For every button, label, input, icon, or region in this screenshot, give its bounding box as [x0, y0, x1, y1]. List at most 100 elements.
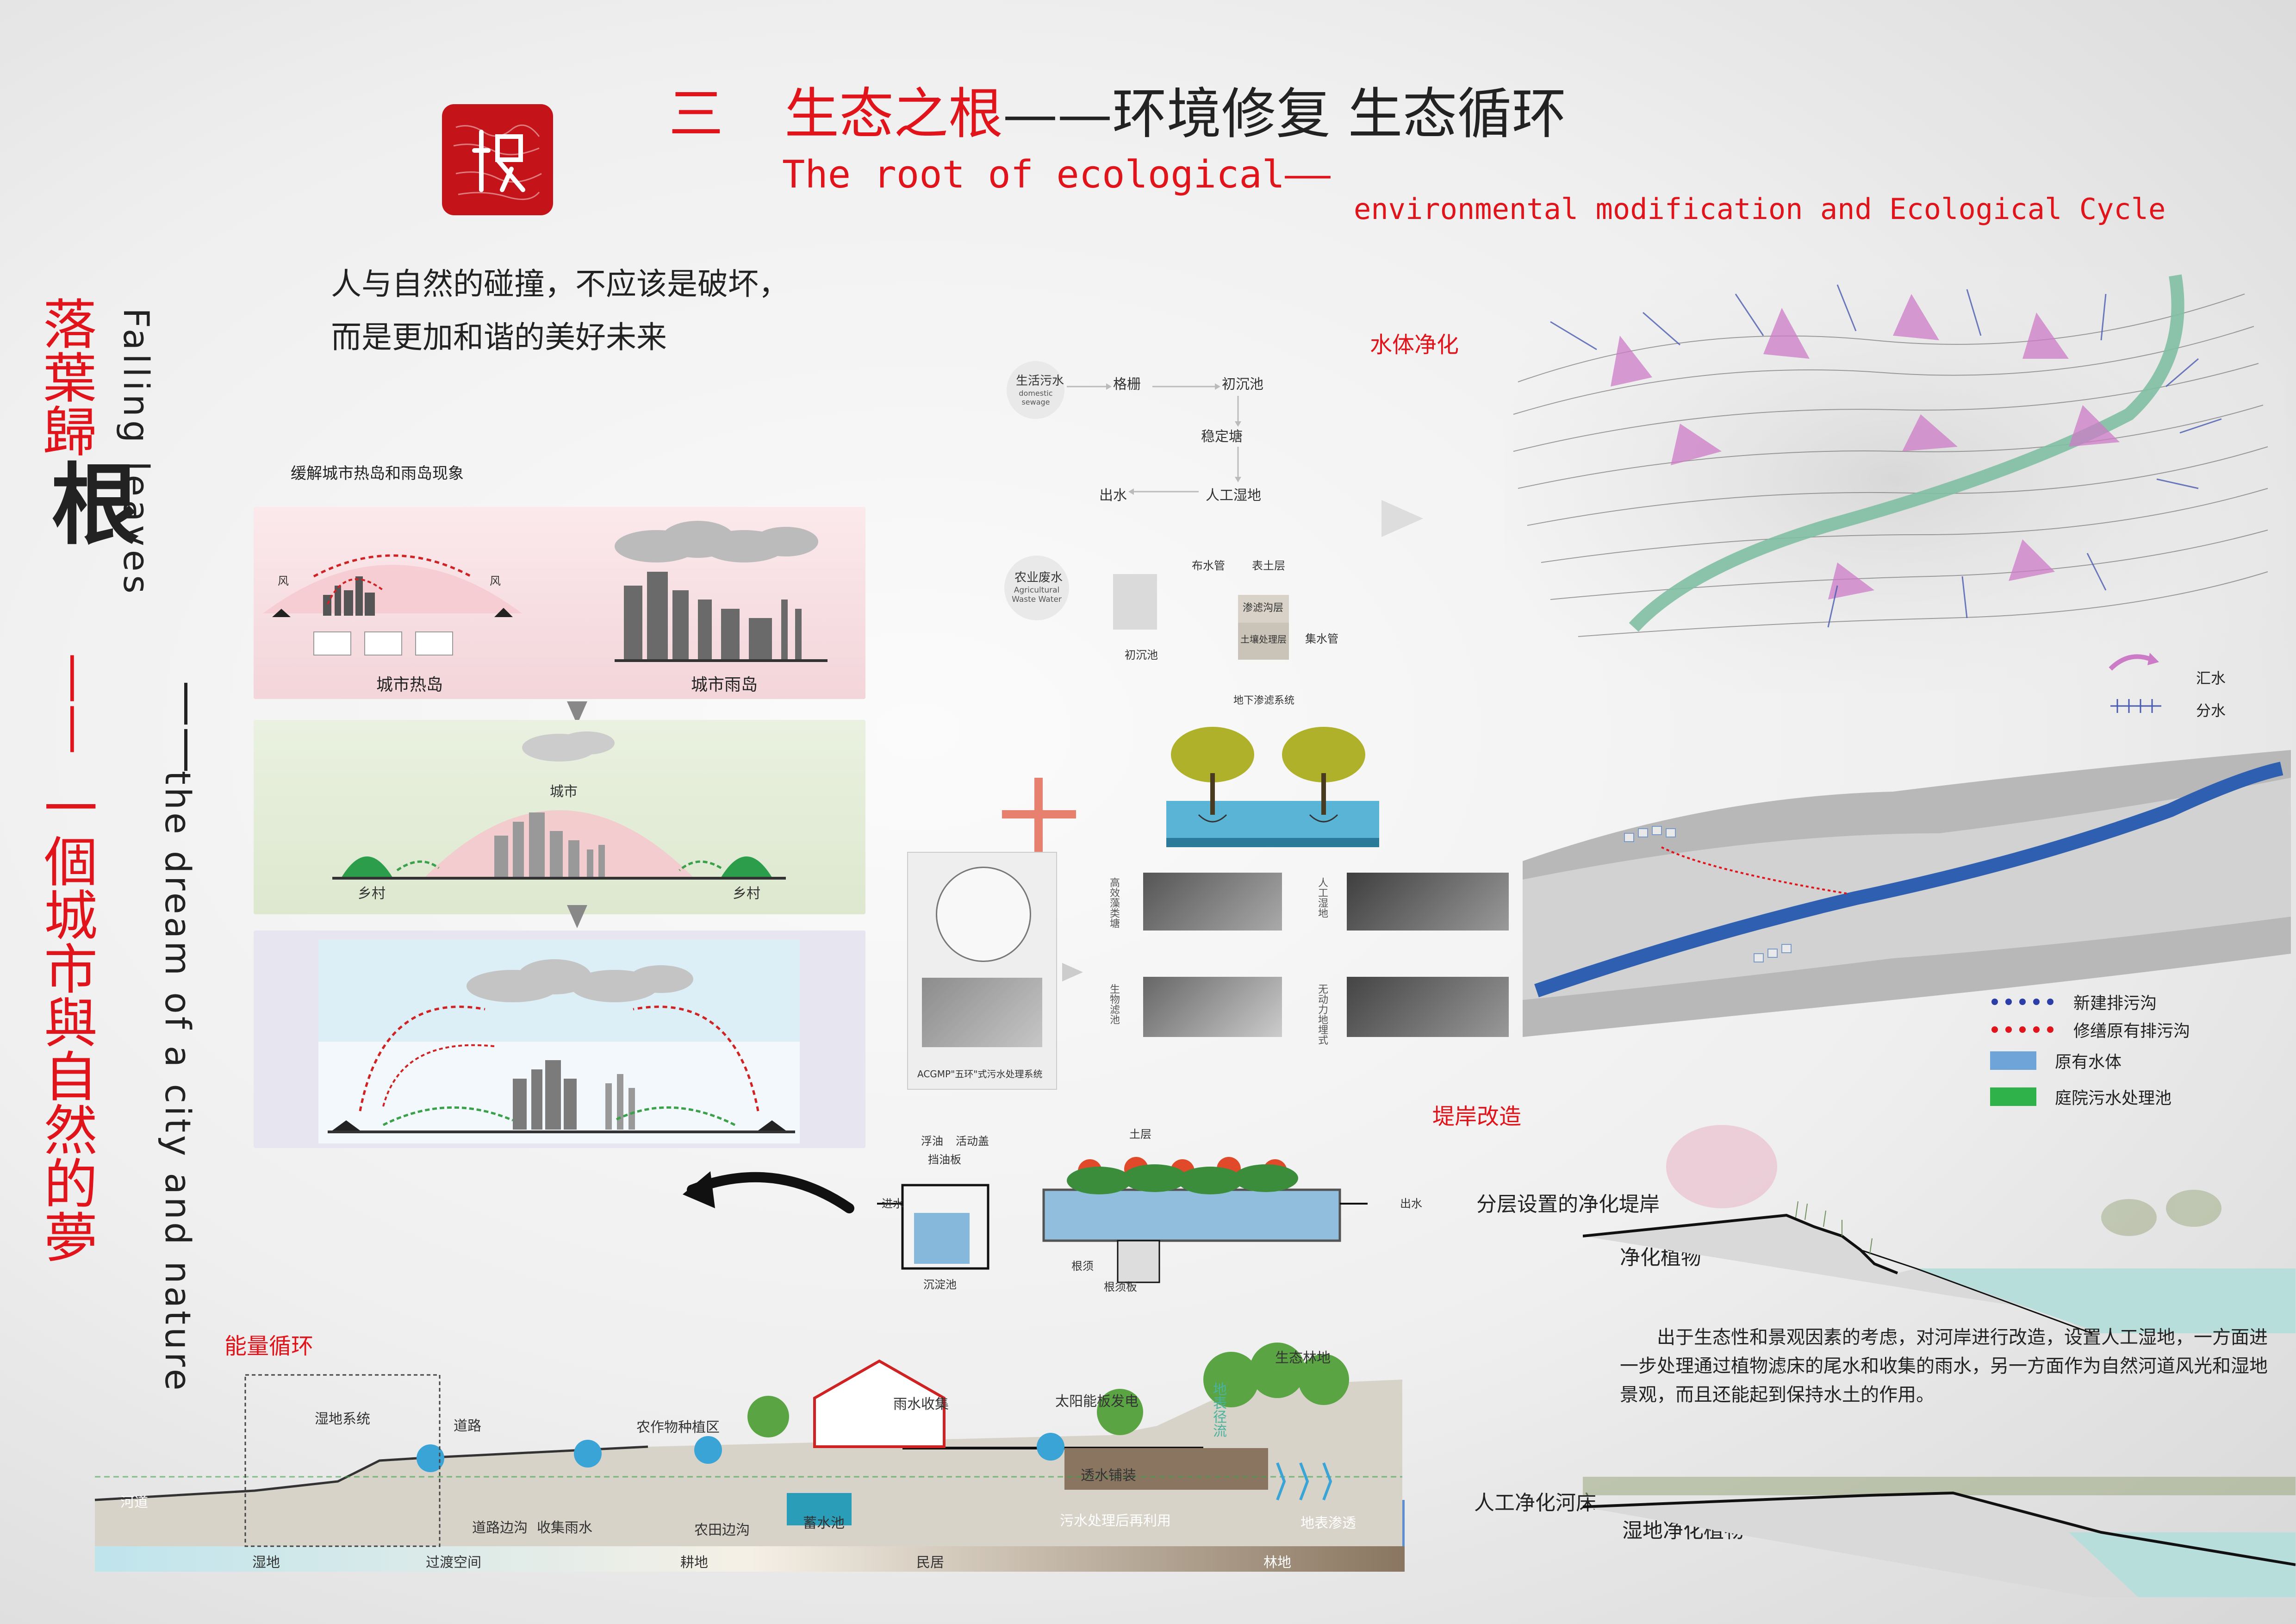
energy-road-ditch-label: 道路边沟 [472, 1520, 528, 1536]
energy-diagram: 湿地系统 道路 农作物种植区 雨水收集 太阳能板发电 生态林地 地表径流 透水铺… [93, 1343, 1458, 1583]
aerial-legend-water-label: 原有水体 [2055, 1053, 2122, 1072]
bank-description: 出于生态性和景观因素的考虑，对河岸进行改造，设置人工湿地，一方面进一步处理通过植… [1620, 1327, 2268, 1405]
aerial-legend-pond: 庭院污水处理池 [1990, 1085, 2172, 1109]
bank-section-1 [1583, 1125, 2296, 1333]
acgmp-photo [922, 978, 1042, 1047]
side-subtitle-cn: 一個城市與自然的夢 [35, 780, 97, 1263]
down-arrow-icon-2 [567, 905, 587, 928]
energy-forest-label: 生态林地 [1275, 1350, 1331, 1366]
energy-crop-label: 农作物种植区 [636, 1419, 720, 1436]
energy-wetland-sys-label: 湿地系统 [315, 1411, 370, 1427]
energy-reservoir-label: 蓄水池 [803, 1515, 845, 1531]
filter-baffle-label: 挡油板 [928, 1153, 961, 1166]
treatment-panels: 高效藻类塘 人工湿地 生物滤池 无动力地埋式 [1097, 868, 1513, 1081]
panel-a-photo [1143, 873, 1282, 931]
panel-d-label: 无动力地埋式 [1316, 984, 1328, 1045]
energy-paving-label: 透水铺装 [1081, 1468, 1136, 1484]
contour-map-svg [1504, 266, 2286, 692]
primary-tank-2-label: 初沉池 [1125, 649, 1158, 662]
stable-pond-label: 稳定塘 [1201, 429, 1243, 445]
primary-tank-label: 初沉池 [1222, 376, 1263, 393]
primary-tank-2 [1113, 574, 1157, 630]
filter-in-label: 进水 [882, 1197, 904, 1210]
filter-grease-label: 浮油 [921, 1135, 943, 1148]
filter-root-label: 根须 [1071, 1260, 1094, 1273]
panel-b-label: 人工湿地 [1316, 877, 1328, 918]
city-dome-illustration [332, 731, 786, 880]
energy-rain-label: 雨水收集 [893, 1396, 949, 1412]
soil-layer [1238, 623, 1289, 660]
divide-line-icon [2110, 699, 2161, 713]
red-dots-icon [1991, 1026, 2053, 1033]
flow-arrows [1067, 383, 1241, 495]
energy-collect-rain-label: 收集雨水 [537, 1520, 592, 1536]
energy-runoff-label: 地表径流 [1210, 1382, 1226, 1437]
pond-swatch-icon [1990, 1087, 2036, 1106]
zone-farmland: 耕地 [680, 1555, 708, 1571]
panel-c-photo [1143, 977, 1282, 1037]
aerial-map-svg [1523, 750, 2291, 1037]
blue-dots-icon [1991, 999, 2053, 1005]
agri-cn-label: 农业废水 [1014, 571, 1063, 585]
energy-title: 能量循环 [224, 1333, 314, 1359]
aerial-legend-new-drain-label: 新建排污沟 [2073, 994, 2157, 1013]
domestic-cn-label: 生活污水 [1016, 374, 1064, 388]
side-dash-1: —— [46, 653, 106, 755]
page-title-red: 生态之根 [784, 82, 1003, 146]
river-bed-label: 人工净化河床 [1474, 1491, 1596, 1515]
page-title: 生态之根——环境修复 生态循环 [784, 69, 1567, 149]
wind-left-label: 风 [278, 575, 289, 587]
contour-map [1504, 266, 2286, 692]
heat-rain-illustration [263, 521, 828, 662]
urban-rain-label: 城市雨岛 [691, 675, 758, 694]
wetland-label: 人工湿地 [1206, 487, 1261, 504]
zone-wetland: 湿地 [252, 1555, 280, 1571]
urban-heat-panel: 风 风 城市热岛 城市雨岛 [254, 507, 865, 699]
page-title-black: ——环境修复 生态循环 [1003, 82, 1567, 146]
tree-filter-illustration [1166, 727, 1379, 847]
map-legend-collect-label: 汇水 [2196, 669, 2226, 687]
intro-line-2: 而是更加和谐的美好未来 [331, 319, 667, 355]
acgmp-card: ACGMP"五环"式污水处理系统 [907, 852, 1057, 1090]
aerial-map [1523, 741, 2291, 1037]
energy-field-ditch-label: 农田边沟 [694, 1522, 750, 1538]
plus-icon [988, 764, 1090, 866]
acgmp-arrow-icon [1062, 963, 1083, 981]
aerial-legend-repair-drain: 修缮原有排污沟 [1990, 1018, 2190, 1042]
circulation-panel [254, 931, 865, 1148]
right-arrow-icon [1381, 500, 1423, 537]
map-legend-divide-label: 分水 [2196, 702, 2226, 719]
panel-b-photo [1347, 873, 1509, 931]
energy-road-label: 道路 [454, 1418, 481, 1434]
map-legend-collect [2106, 650, 2161, 680]
acgmp-ring-icon [936, 867, 1031, 962]
side-title-cn: 落葉歸 [34, 296, 96, 457]
filter-settle-label: 沉淀池 [923, 1278, 957, 1291]
side-title-en: Falling leaves [116, 308, 157, 597]
bank-title: 堤岸改造 [1432, 1104, 1522, 1130]
domestic-en-label: domestic sewage [1019, 389, 1053, 406]
panel-a-label: 高效藻类塘 [1108, 877, 1120, 928]
city-label: 城市 [550, 784, 578, 800]
subtitle-en-2: environmental modification and Ecologica… [1354, 192, 2166, 226]
outlet-label: 出水 [1099, 487, 1127, 504]
filter-section-svg [877, 1157, 1368, 1283]
agri-node [1004, 556, 1069, 620]
agri-en-label: Agricultural Waste Water [1012, 586, 1062, 604]
energy-section-svg [94, 1343, 1405, 1572]
zone-river: 河道 [120, 1494, 148, 1511]
water-swatch-icon [1990, 1051, 2036, 1070]
sewage-flow-diagram: 生活污水 domestic sewage 格栅 初沉池 稳定塘 出水 人工湿地 … [995, 343, 1347, 722]
aerial-legend-new-drain: 新建排污沟 [1990, 990, 2157, 1014]
domestic-node [1007, 361, 1064, 419]
subtitle-en-1: The root of ecological—— [782, 153, 1331, 197]
intro-line-1: 人与自然的碰撞，不应该是破坏， [331, 266, 789, 302]
collect-arrow-icon [2109, 653, 2159, 671]
village-right-label: 乡村 [733, 886, 760, 902]
wind-right-label: 风 [490, 575, 501, 587]
zone-transition: 过渡空间 [426, 1555, 481, 1571]
side-root-char: 根 [36, 458, 139, 546]
heat-title: 缓解城市热岛和雨岛现象 [291, 464, 464, 483]
energy-seepage-label: 地表渗透 [1300, 1515, 1356, 1531]
water-title: 水体净化 [1370, 332, 1459, 358]
